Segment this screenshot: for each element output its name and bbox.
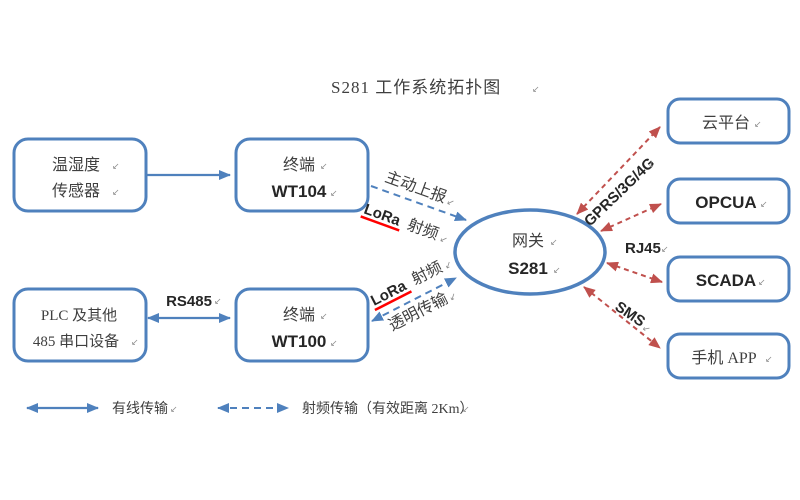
opcua-label: OPCUA <box>695 193 756 212</box>
return-mark: ↙ <box>532 84 540 94</box>
label-lora-rf-upper: LoRa 射频 ↙ <box>360 201 449 245</box>
lora-red-underline <box>374 290 413 312</box>
scada-node-box <box>666 255 791 303</box>
cloud-node-box <box>666 97 791 145</box>
wt104-node-box <box>234 137 370 213</box>
rf-word: 射频 <box>405 216 441 244</box>
wt104-label-line2: WT104 <box>272 182 327 201</box>
lora-word: LoRa <box>368 277 410 309</box>
plc-node-box <box>12 287 148 363</box>
legend-wired-label: 有线传输 <box>112 401 168 417</box>
wt100-label-line1: 终端 <box>283 306 315 324</box>
return-mark: ↙ <box>320 311 328 321</box>
sensor-label-line1: 温湿度 <box>52 156 100 174</box>
arrow-gateway-opcua <box>600 203 662 232</box>
return-mark: ↙ <box>550 237 558 247</box>
return-mark: ↙ <box>170 404 178 414</box>
return-mark: ↙ <box>760 199 768 209</box>
diagram-title: S281 工作系统拓扑图 <box>331 78 501 97</box>
arrow-wt104-to-gateway <box>370 185 467 222</box>
gateway-label-line1: 网关 <box>512 232 544 250</box>
arrow-wt100-gateway <box>371 277 457 322</box>
plc-label-line2: 485 串口设备 <box>33 333 119 350</box>
scada-label: SCADA <box>696 271 756 290</box>
arrow-gateway-phone <box>583 286 661 349</box>
arrow-gateway-scada <box>606 261 663 284</box>
wt100-label-line2: WT100 <box>272 332 327 351</box>
return-mark: ↙ <box>214 296 222 306</box>
return-mark: ↙ <box>443 259 454 271</box>
return-mark: ↙ <box>112 187 120 197</box>
return-mark: ↙ <box>112 161 120 171</box>
phone-label: 手机 APP <box>691 349 756 367</box>
wt104-label-line1: 终端 <box>283 156 315 174</box>
gateway-ellipse <box>453 208 607 296</box>
return-mark: ↙ <box>553 265 561 275</box>
return-mark: ↙ <box>447 290 458 302</box>
sensor-node-box <box>12 137 148 213</box>
return-mark: ↙ <box>330 338 338 348</box>
label-rj45: RJ45 <box>625 240 661 257</box>
phone-node-box <box>666 332 791 380</box>
return-mark: ↙ <box>661 244 669 254</box>
opcua-node-box <box>666 177 791 225</box>
lora-red-underline <box>360 215 400 232</box>
return-mark: ↙ <box>758 277 766 287</box>
return-mark: ↙ <box>438 233 449 245</box>
legend-rf-label: 射频传输（有效距离 2Km） <box>302 400 474 417</box>
label-sms: SMS ↙ <box>612 298 653 335</box>
return-mark: ↙ <box>330 188 338 198</box>
return-mark: ↙ <box>320 161 328 171</box>
label-gprs-3g-4g: GPRS/3G/4G ↙ <box>581 155 658 230</box>
sensor-label-line2: 传感器 <box>52 182 100 200</box>
return-mark: ↙ <box>131 337 139 347</box>
return-mark: ↙ <box>462 404 470 414</box>
return-mark: ↙ <box>641 322 653 335</box>
label-rs485: RS485 <box>166 293 212 310</box>
arrow-gateway-cloud <box>576 126 661 215</box>
gateway-label-line2: S281 <box>508 259 548 278</box>
return-mark: ↙ <box>765 354 773 364</box>
rf-word: 射频 <box>409 258 446 289</box>
plc-label-line1: PLC 及其他 <box>41 307 117 324</box>
return-mark: ↙ <box>445 196 456 208</box>
svg-text:主动上报: 主动上报 <box>383 168 449 207</box>
return-mark: ↙ <box>754 119 762 129</box>
wt100-node-box <box>234 287 370 363</box>
cloud-label: 云平台 <box>702 114 750 132</box>
